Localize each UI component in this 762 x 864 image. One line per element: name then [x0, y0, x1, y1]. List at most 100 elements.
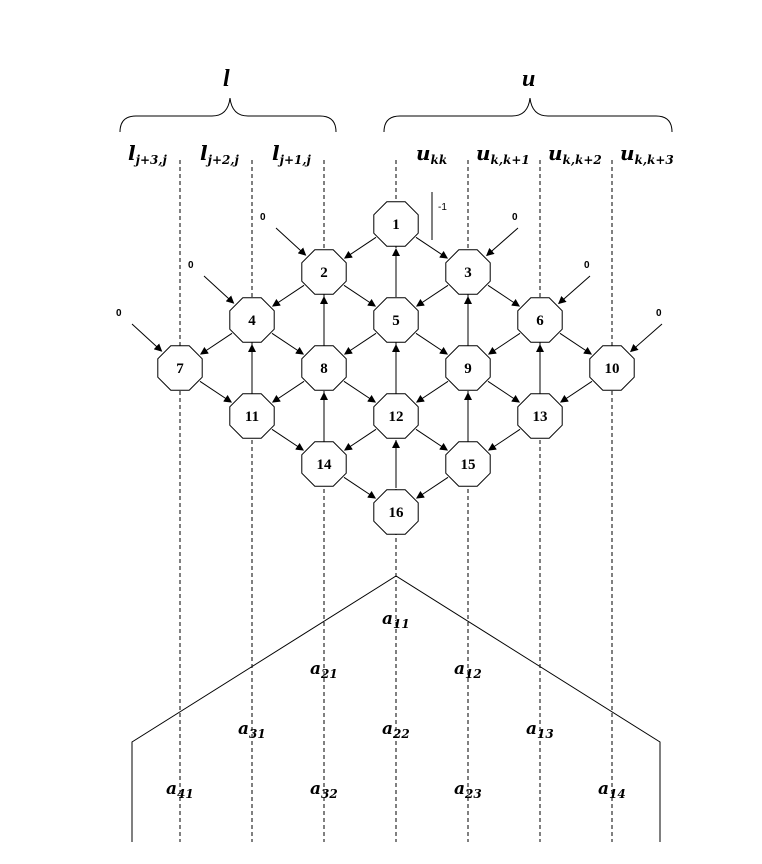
- node-12-octagon: [373, 393, 419, 439]
- node-11-octagon: [229, 393, 275, 439]
- top-label-u-k3: uk,k+3: [620, 141, 674, 167]
- edge-2-to-4: [271, 284, 305, 307]
- top-labels: lj+3,j lj+2,j lj+1,j ukk uk,k+1 uk,k+2 u…: [128, 141, 674, 167]
- node-6-octagon: [517, 297, 563, 343]
- node-1-label: 1: [392, 217, 400, 233]
- node-7: 7: [157, 345, 203, 391]
- edge-13-to-15: [487, 428, 521, 451]
- node-9-label: 9: [464, 361, 472, 377]
- edge-1-to-2: [343, 236, 377, 259]
- zero-label-6: 0: [656, 308, 662, 319]
- edge-4-to-7: [199, 332, 233, 355]
- zero-label-5: 0: [584, 260, 590, 271]
- node-15-label: 15: [461, 457, 476, 473]
- node-7-octagon: [157, 345, 203, 391]
- edge-5-to-8: [343, 332, 377, 355]
- top-label-l-j2: lj+2,j: [200, 141, 240, 167]
- node-7-label: 7: [176, 361, 184, 377]
- node-2-octagon: [301, 249, 347, 295]
- node-9-octagon: [445, 345, 491, 391]
- edge-8-to-11: [271, 380, 305, 403]
- edge-3-to-5: [415, 284, 449, 307]
- entry-a12: a12: [454, 659, 482, 681]
- edge-1-to-3: [415, 236, 449, 259]
- node-3-label: 3: [464, 265, 472, 281]
- entry-a11: a11: [382, 609, 410, 631]
- node-4-octagon: [229, 297, 275, 343]
- edge-5-to-9: [415, 332, 449, 355]
- zero-arrow-6: [630, 323, 663, 353]
- node-14-label: 14: [317, 457, 333, 473]
- top-label-u-k2: uk,k+2: [548, 141, 602, 167]
- node-8-label: 8: [320, 361, 328, 377]
- edge-7-to-11: [199, 380, 233, 403]
- edge-12-to-14: [343, 428, 377, 451]
- node-12-label: 12: [389, 409, 404, 425]
- node-13-label: 13: [533, 409, 548, 425]
- node-6-label: 6: [536, 313, 544, 329]
- node-11: 11: [229, 393, 275, 439]
- edge-9-to-13: [487, 380, 521, 403]
- node-4: 4: [229, 297, 275, 343]
- node-16-label: 16: [389, 505, 405, 521]
- top-label-l-j1: lj+1,j: [272, 141, 312, 167]
- node-15-octagon: [445, 441, 491, 487]
- node-14: 14: [301, 441, 347, 487]
- left-brace-label: l: [223, 66, 230, 92]
- minus-one-label: -1: [438, 202, 447, 213]
- zero-label-4: 0: [512, 212, 518, 223]
- node-6: 6: [517, 297, 563, 343]
- node-15: 15: [445, 441, 491, 487]
- node-12: 12: [373, 393, 419, 439]
- entry-a23: a23: [454, 779, 482, 801]
- edge-14-to-16: [343, 476, 377, 499]
- entry-a31: a31: [238, 719, 266, 741]
- node-2-label: 2: [320, 265, 328, 281]
- node-14-octagon: [301, 441, 347, 487]
- entry-a22: a22: [382, 719, 410, 741]
- node-3-octagon: [445, 249, 491, 295]
- node-5-octagon: [373, 297, 419, 343]
- entry-a14: a14: [598, 779, 626, 801]
- zero-arrow-4: [486, 227, 519, 257]
- entry-a41: a41: [166, 779, 194, 801]
- node-3: 3: [445, 249, 491, 295]
- entry-a13: a13: [526, 719, 554, 741]
- node-13: 13: [517, 393, 563, 439]
- zero-arrow-3: [131, 323, 163, 352]
- edge-15-to-16: [415, 476, 449, 499]
- edge-6-to-10: [559, 332, 593, 355]
- entry-a32: a32: [310, 779, 338, 801]
- node-2: 2: [301, 249, 347, 295]
- node-10: 10: [589, 345, 635, 391]
- edge-8-to-12: [343, 380, 377, 403]
- edge-3-to-6: [487, 284, 521, 307]
- node-8-octagon: [301, 345, 347, 391]
- edge-9-to-12: [415, 380, 449, 403]
- edge-2-to-5: [343, 284, 377, 307]
- node-connections: [199, 236, 593, 499]
- edge-10-to-13: [559, 380, 593, 403]
- matrix-entries: a11 a21 a12 a31 a22 a13 a41 a32 a23 a14: [166, 609, 626, 801]
- edge-12-to-15: [415, 428, 449, 451]
- entry-a21: a21: [310, 659, 338, 681]
- zero-label-1: 0: [260, 212, 266, 223]
- top-label-u-kk: ukk: [416, 141, 447, 167]
- node-1: 1: [373, 201, 419, 247]
- node-5-label: 5: [392, 313, 400, 329]
- node-5: 5: [373, 297, 419, 343]
- edge-6-to-9: [487, 332, 521, 355]
- data-input-outline: [131, 575, 661, 842]
- zero-arrow-1: [275, 227, 307, 256]
- top-label-u-k1: uk,k+1: [476, 141, 530, 167]
- right-brace-label: u: [522, 66, 535, 92]
- node-4-label: 4: [248, 313, 256, 329]
- node-9: 9: [445, 345, 491, 391]
- node-16: 16: [373, 489, 419, 535]
- node-8: 8: [301, 345, 347, 391]
- zero-arrow-5: [558, 275, 591, 305]
- edge-4-to-8: [271, 332, 305, 355]
